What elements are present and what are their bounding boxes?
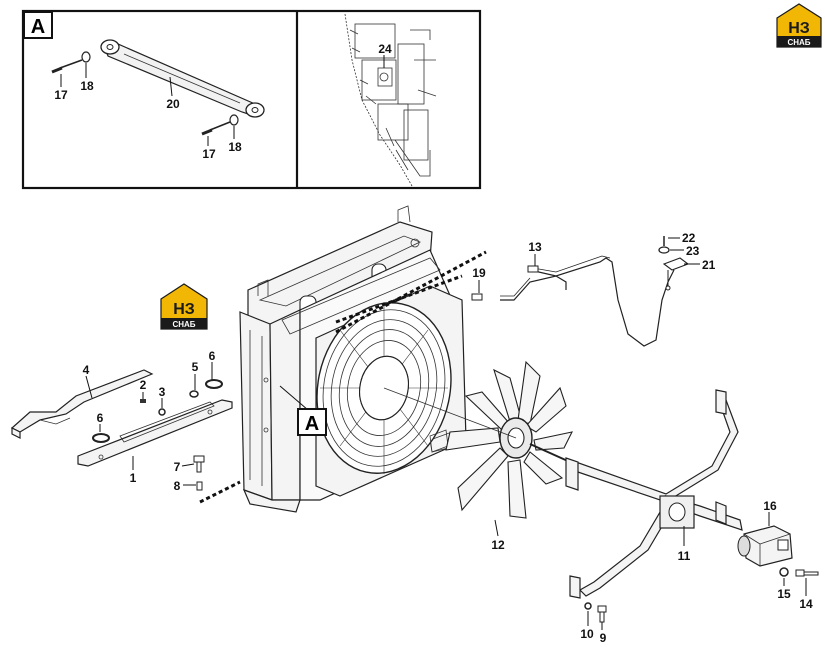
callout-8: 8: [174, 479, 181, 493]
plate-1: [77, 399, 233, 467]
clamp-13: [527, 265, 539, 273]
callout-10: 10: [580, 627, 594, 641]
callout-6-left: 6: [97, 411, 104, 425]
callout-5: 5: [192, 360, 199, 374]
callout-14: 14: [799, 597, 813, 611]
detail-inset: A 17 18 20 17 18: [21, 9, 482, 190]
callout-23: 23: [686, 244, 700, 258]
washer-15: [779, 567, 789, 577]
callout-1: 1: [130, 471, 137, 485]
callout-22: 22: [682, 231, 696, 245]
fan-12: [445, 360, 574, 519]
callout-11: 11: [678, 549, 691, 563]
support-frame-11: [565, 389, 743, 599]
rod-4: [10, 369, 154, 439]
washer-6-left: [92, 433, 110, 443]
logo-mark: НЗ: [788, 20, 810, 37]
washer-3: [158, 408, 166, 416]
washer-5: [189, 390, 199, 398]
bolt-7: [193, 455, 205, 473]
sensor-line: [471, 236, 690, 347]
bolt-14: [795, 569, 819, 577]
washer-6-right: [205, 379, 223, 389]
callout-3: 3: [159, 385, 166, 399]
callout-24: 24: [378, 42, 392, 56]
clamp-19: [471, 293, 483, 301]
washer-18-bottom: [229, 114, 239, 126]
callout-13: 13: [528, 240, 542, 254]
spacer-8: [196, 481, 203, 491]
logo-mark-center: НЗ: [173, 301, 195, 318]
washer-23: [658, 246, 670, 254]
hydraulic-motor-16: [737, 525, 793, 567]
callout-21: 21: [702, 258, 716, 272]
tie-rod: [100, 39, 265, 118]
callout-20: 20: [166, 97, 180, 111]
inset-label: A: [31, 16, 45, 38]
bolt-17-top: [51, 59, 83, 74]
brand-logo-top-right: НЗ СНАБ: [776, 3, 822, 48]
logo-text-center: СНАБ: [172, 320, 195, 329]
brand-logo-center: НЗ СНАБ: [160, 283, 208, 330]
engine-detail: [344, 13, 440, 187]
view-marker-a: A: [279, 385, 327, 436]
callout-6-right: 6: [209, 349, 216, 363]
callout-4: 4: [83, 363, 90, 377]
callout-2: 2: [140, 378, 147, 392]
bolt-9: [597, 605, 607, 623]
callout-16: 16: [763, 499, 777, 513]
callout-12: 12: [491, 538, 505, 552]
callout-9: 9: [600, 631, 607, 645]
washer-10: [584, 602, 592, 610]
callout-7: 7: [174, 460, 181, 474]
callout-18-top: 18: [80, 79, 94, 93]
callout-19: 19: [472, 266, 486, 280]
bolt-17-bottom: [201, 121, 231, 136]
logo-text: СНАБ: [787, 38, 810, 47]
washer-18-top: [81, 51, 91, 63]
callout-15: 15: [777, 587, 791, 601]
callout-17-bottom: 17: [202, 147, 216, 161]
callout-17-top: 17: [54, 88, 68, 102]
view-marker-label: A: [305, 413, 319, 435]
radiator-assembly: [239, 205, 467, 513]
bolt-2: [140, 399, 146, 403]
callout-18-bottom: 18: [228, 140, 242, 154]
